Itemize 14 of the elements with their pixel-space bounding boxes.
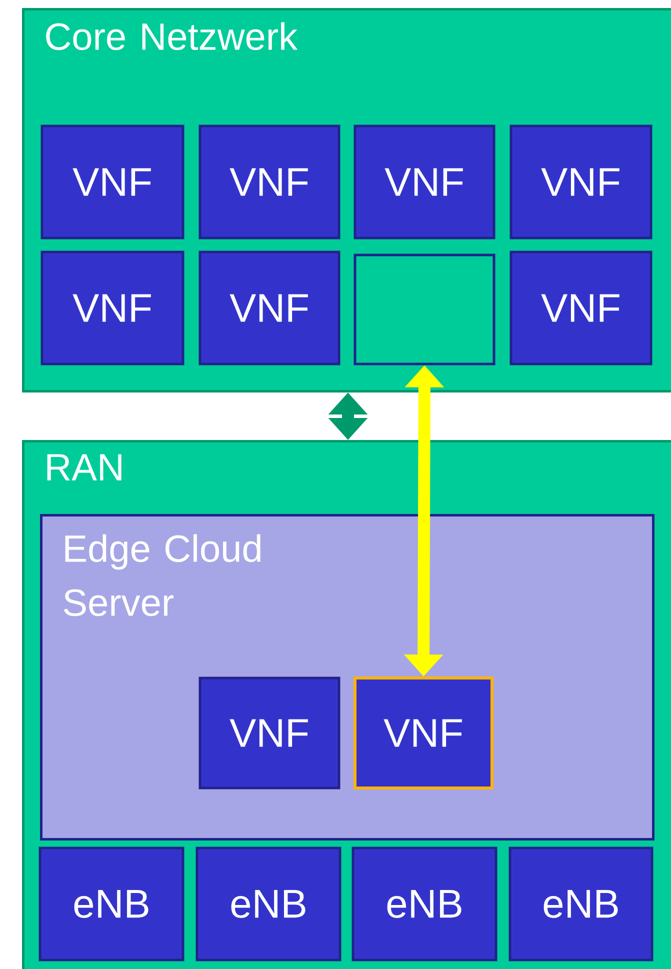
function-box: VNF — [40, 124, 184, 240]
function-box: VNF — [40, 250, 184, 366]
function-box: VNF — [198, 124, 340, 240]
function-box: VNF — [354, 676, 494, 790]
function-box: VNF — [354, 124, 496, 240]
function-box: eNB — [508, 846, 654, 962]
function-box: VNF — [510, 250, 652, 366]
function-box: eNB — [352, 846, 498, 962]
function-box: VNF — [198, 676, 340, 790]
function-box: eNB — [196, 846, 342, 962]
function-box: VNF — [510, 124, 652, 240]
empty-slot — [354, 254, 496, 366]
function-box: eNB — [38, 846, 184, 962]
function-box: VNF — [198, 250, 340, 366]
